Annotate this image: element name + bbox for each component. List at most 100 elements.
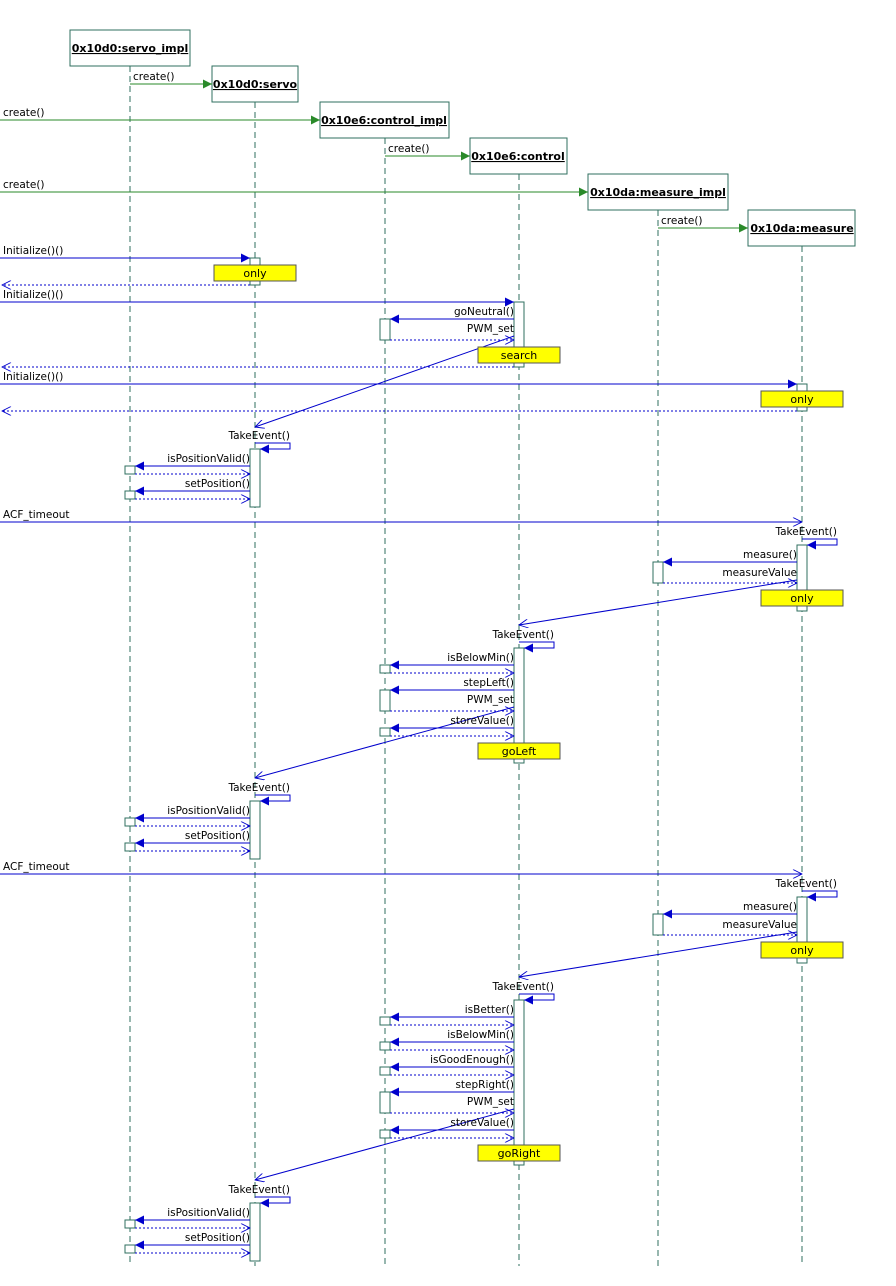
goneutral-message: goNeutral() bbox=[390, 306, 514, 340]
activation-bar bbox=[513, 301, 525, 368]
message-label: isPositionValid() bbox=[167, 1207, 250, 1219]
object-label: 0x10d0:servo_impl bbox=[72, 42, 189, 55]
message-label: stepRight() bbox=[455, 1079, 514, 1091]
create-servo-message: create() bbox=[130, 71, 212, 89]
create-control-impl-message: create() bbox=[0, 107, 320, 125]
storevalue-message: storeValue() bbox=[390, 715, 514, 736]
activation-bar bbox=[652, 913, 664, 936]
message-label: storeValue() bbox=[450, 1117, 514, 1129]
message-label: measureValue bbox=[722, 567, 797, 579]
message-label: TakeEvent() bbox=[491, 981, 554, 993]
message-label: PWM_set bbox=[467, 323, 514, 335]
measure-takeevent-message: TakeEvent() bbox=[774, 526, 838, 550]
object-label: 0x10da:measure_impl bbox=[590, 186, 726, 199]
activation-bar bbox=[652, 561, 664, 584]
note-measure-only: only bbox=[760, 941, 844, 959]
stepleft-message: stepLeft() bbox=[390, 677, 514, 711]
object-servo[interactable]: 0x10d0:servo bbox=[211, 65, 299, 103]
acf-timeout-message: ACF_timeout bbox=[0, 509, 802, 522]
activation-bar bbox=[124, 1219, 136, 1229]
note-label: goLeft bbox=[502, 745, 537, 758]
acf-timeout-message: ACF_timeout bbox=[0, 861, 802, 874]
message-label: create() bbox=[3, 179, 45, 191]
message-label: Initialize()() bbox=[3, 245, 63, 257]
message-label: measure() bbox=[743, 901, 797, 913]
ispositionvalid-message: isPositionValid() bbox=[135, 453, 250, 474]
message-label: create() bbox=[661, 215, 703, 227]
message-label: stepLeft() bbox=[463, 677, 514, 689]
message-label: TakeEvent() bbox=[227, 782, 290, 794]
message-label: storeValue() bbox=[450, 715, 514, 727]
stepright-message: stepRight() bbox=[390, 1079, 514, 1113]
message-label: create() bbox=[3, 107, 45, 119]
activation-bar bbox=[124, 490, 136, 500]
note-servo-only: only bbox=[213, 264, 297, 282]
activation-bar bbox=[379, 689, 391, 712]
message-label: isPositionValid() bbox=[167, 453, 250, 465]
note-label: only bbox=[790, 592, 814, 605]
activation-bar bbox=[124, 842, 136, 852]
message-label: isPositionValid() bbox=[167, 805, 250, 817]
create-control-message: create() bbox=[385, 143, 470, 161]
isbelowmin-message: isBelowMin() bbox=[390, 1029, 514, 1050]
object-label: 0x10d0:servo bbox=[213, 78, 298, 91]
message-label: setPosition() bbox=[185, 478, 250, 490]
activation-bar bbox=[379, 1066, 391, 1076]
create-measure-message: create() bbox=[658, 215, 748, 233]
object-measure-impl[interactable]: 0x10da:measure_impl bbox=[587, 173, 729, 211]
message-label: TakeEvent() bbox=[774, 526, 837, 538]
message-label: PWM_set bbox=[467, 694, 514, 706]
object-servo-impl[interactable]: 0x10d0:servo_impl bbox=[69, 29, 191, 67]
object-control-impl[interactable]: 0x10e6:control_impl bbox=[319, 101, 450, 139]
message-label: goNeutral() bbox=[454, 306, 514, 318]
message-label: measureValue bbox=[722, 919, 797, 931]
message-label: TakeEvent() bbox=[774, 878, 837, 890]
activation-bar bbox=[379, 1041, 391, 1051]
activation-bar bbox=[249, 800, 261, 860]
initialize-servo-message: Initialize()() bbox=[0, 245, 250, 285]
activation-bar bbox=[379, 664, 391, 674]
message-label: Initialize()() bbox=[3, 289, 63, 301]
measurevalue-message: measureValue bbox=[519, 567, 798, 625]
measure-message: measure() bbox=[663, 549, 797, 583]
pwm-set-message: PWM_set bbox=[255, 694, 515, 778]
activation-bar bbox=[379, 1091, 391, 1114]
activation-bar bbox=[249, 448, 261, 508]
pwm-set-message: PWM_set bbox=[255, 323, 515, 427]
isbelowmin-message: isBelowMin() bbox=[390, 652, 514, 673]
message-label: ACF_timeout bbox=[3, 861, 70, 873]
message-label: Initialize()() bbox=[3, 371, 63, 383]
activation-bar bbox=[124, 817, 136, 827]
object-label: 0x10e6:control_impl bbox=[321, 114, 447, 127]
message-label: TakeEvent() bbox=[491, 629, 554, 641]
message-label: TakeEvent() bbox=[227, 430, 290, 442]
activation-bar bbox=[379, 1129, 391, 1139]
isbetter-message: isBetter() bbox=[390, 1004, 514, 1025]
create-measure-impl-message: create() bbox=[0, 179, 588, 197]
servo-takeevent-message: TakeEvent() bbox=[227, 782, 291, 806]
note-label: goRight bbox=[498, 1147, 541, 1160]
control-takeevent-message: TakeEvent() bbox=[491, 629, 555, 653]
activation-bar bbox=[513, 647, 525, 764]
object-measure[interactable]: 0x10da:measure bbox=[747, 209, 856, 247]
message-label: create() bbox=[388, 143, 430, 155]
initialize-measure-message: Initialize()() bbox=[0, 371, 797, 411]
object-control[interactable]: 0x10e6:control bbox=[469, 137, 568, 175]
activation-bar bbox=[249, 1202, 261, 1262]
note-control-goright: goRight bbox=[477, 1144, 561, 1162]
object-label: 0x10e6:control bbox=[471, 150, 565, 163]
note-label: only bbox=[790, 393, 814, 406]
ispositionvalid-message: isPositionValid() bbox=[135, 1207, 250, 1228]
note-label: only bbox=[243, 267, 267, 280]
setposition-message: setPosition() bbox=[135, 1232, 250, 1253]
message-label: isBetter() bbox=[465, 1004, 514, 1016]
note-label: search bbox=[501, 349, 538, 362]
measure-takeevent-message: TakeEvent() bbox=[774, 878, 838, 902]
activation-bar bbox=[379, 1016, 391, 1026]
object-label: 0x10da:measure bbox=[750, 222, 853, 235]
setposition-message: setPosition() bbox=[135, 830, 250, 851]
servo-takeevent-message: TakeEvent() bbox=[227, 1184, 291, 1208]
note-control-search: search bbox=[477, 346, 561, 364]
